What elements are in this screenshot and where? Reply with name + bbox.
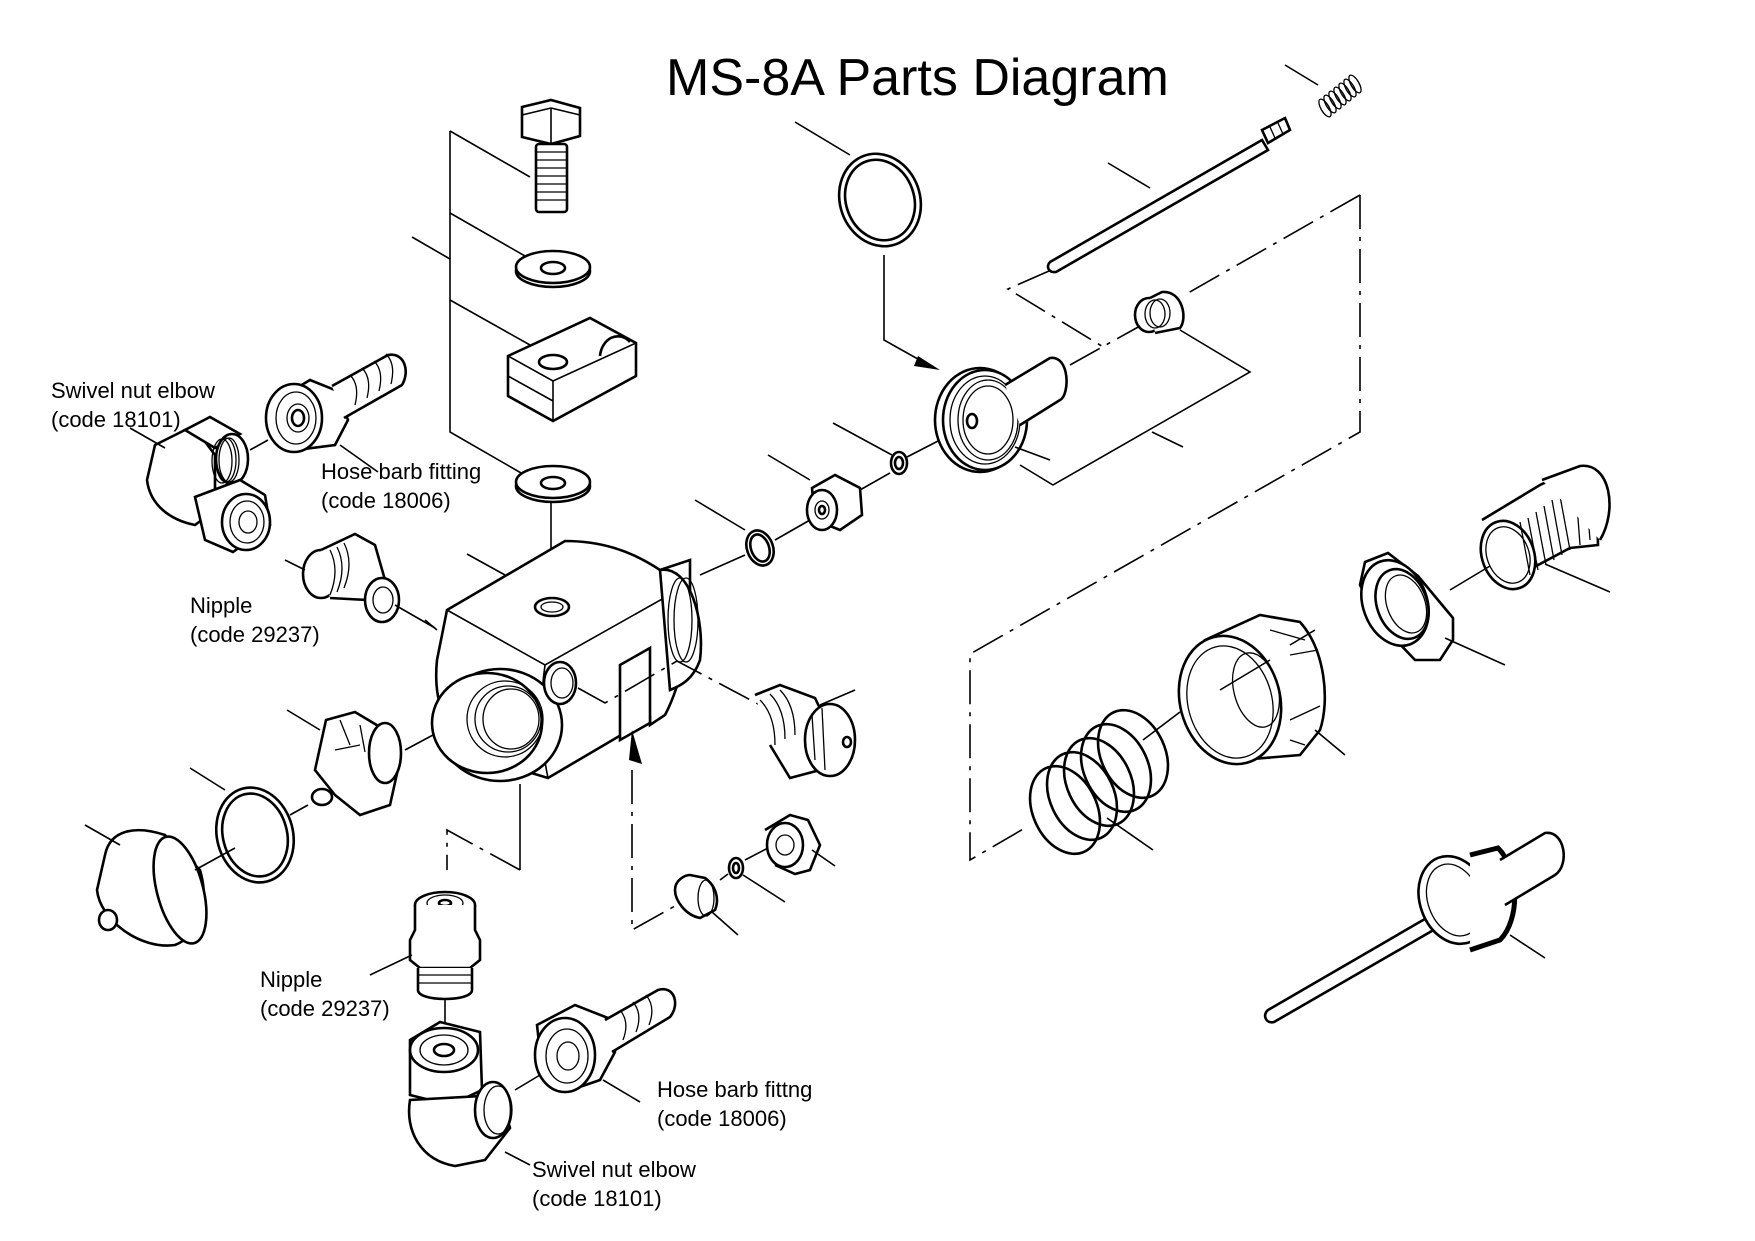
part-name: Swivel nut elbow [532, 1157, 696, 1182]
o-ring-large [794, 121, 940, 370]
part-name: Hose barb fitting [321, 459, 482, 484]
check-valve-plug [744, 813, 836, 876]
lock-nut [1289, 551, 1506, 666]
cap-o-ring [189, 767, 296, 884]
o-ring-medium [694, 499, 811, 576]
part-name: Nipple [190, 593, 253, 618]
part-code: (code 18006) [657, 1106, 787, 1131]
cylinder-cap [1177, 613, 1346, 766]
packing-nut [767, 454, 891, 532]
seat-o-ring-assembly [286, 709, 434, 817]
needle-rod [1046, 116, 1292, 274]
part-code: (code 29237) [260, 996, 390, 1021]
upper-washer [514, 249, 592, 289]
spring-large [1028, 708, 1181, 856]
label-swivel-nut-elbow-top: Swivel nut elbow (code 18101) [51, 376, 215, 434]
hose-barb-fitting-top [249, 353, 407, 473]
check-o-ring [719, 856, 786, 903]
end-cap [84, 824, 236, 947]
packing-seal [933, 356, 1068, 474]
diagram-title: MS-8A Parts Diagram [666, 49, 1169, 107]
hose-barb-fitting-bottom [533, 987, 677, 1103]
fluid-inlet-valve [754, 683, 857, 780]
adjuster-sleeve [1449, 464, 1611, 593]
part-name: Swivel nut elbow [51, 378, 215, 403]
label-swivel-nut-elbow-bottom: Swivel nut elbow (code 18101) [532, 1155, 696, 1213]
part-name: Nipple [260, 967, 323, 992]
hex-bolt [520, 98, 582, 214]
part-code: (code 18006) [321, 488, 451, 513]
nipple-top [284, 532, 436, 629]
small-o-ring [832, 422, 941, 476]
label-hose-barb-fitting-bottom: Hose barb fittng (code 18006) [657, 1075, 812, 1133]
dash-centerlines-right [969, 194, 1361, 862]
part-name: Hose barb fittng [657, 1077, 813, 1102]
needle-guide [1019, 290, 1252, 486]
lower-washer [514, 464, 592, 504]
piston-needle [1263, 831, 1565, 1024]
part-code: (code 18101) [532, 1186, 662, 1211]
main-body [430, 539, 703, 783]
nipple-bottom [369, 890, 482, 1032]
label-hose-barb-fitting-top: Hose barb fitting (code 18006) [321, 457, 481, 515]
swivel-nut-elbow-bottom [407, 1020, 541, 1168]
spring-small [1284, 64, 1362, 118]
label-nipple-bottom: Nipple (code 29237) [260, 965, 390, 1023]
mounting-clamp [506, 316, 638, 423]
part-code: (code 29237) [190, 622, 320, 647]
body-leaders [424, 553, 761, 932]
part-code: (code 18101) [51, 407, 181, 432]
swivel-nut-elbow-top [129, 415, 272, 554]
label-nipple-top: Nipple (code 29237) [190, 591, 320, 649]
ball-check [673, 873, 739, 936]
